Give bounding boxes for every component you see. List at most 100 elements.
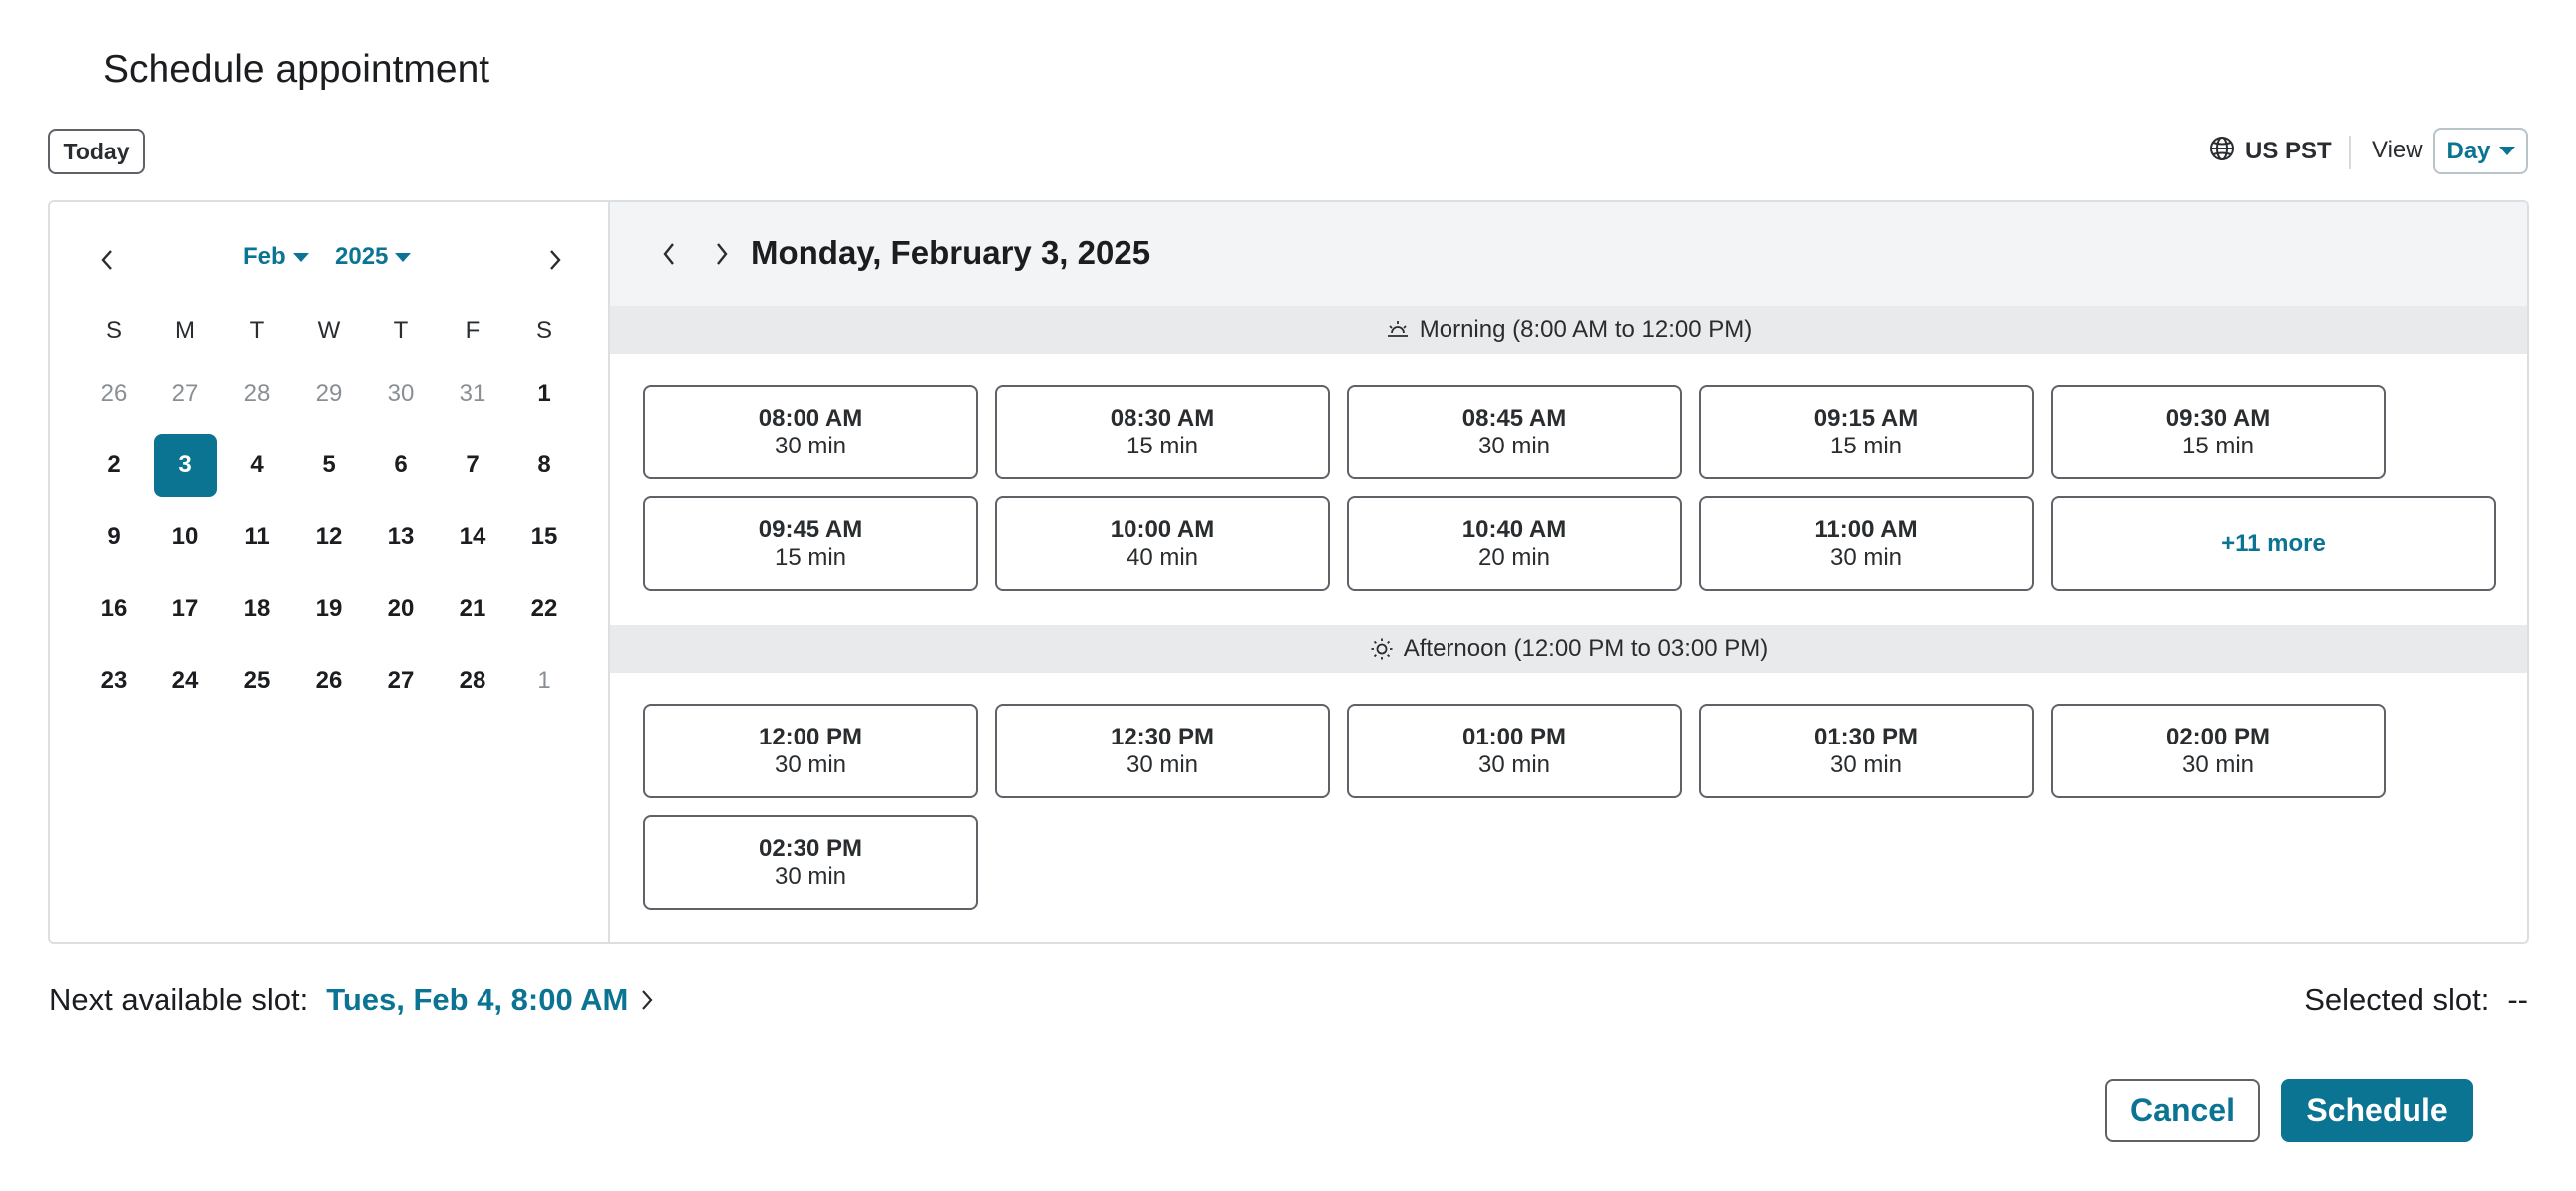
divider xyxy=(2349,136,2351,169)
calendar-day[interactable]: 27 xyxy=(387,667,415,694)
weekday-label: S xyxy=(535,317,552,344)
morning-label: Morning (8:00 AM to 12:00 PM) xyxy=(1419,316,1753,343)
today-button[interactable]: Today xyxy=(48,129,145,174)
calendar-day[interactable]: 6 xyxy=(394,451,408,478)
calendar-day[interactable]: 20 xyxy=(387,595,415,622)
calendar-day[interactable]: 27 xyxy=(171,380,199,407)
timezone-label: US PST xyxy=(2245,138,2332,164)
calendar-day[interactable]: 25 xyxy=(243,667,271,694)
calendar-day[interactable]: 30 xyxy=(387,380,415,407)
calendar-day[interactable]: 18 xyxy=(243,595,271,622)
prev-month-button[interactable] xyxy=(92,240,122,280)
calendar-day[interactable]: 26 xyxy=(315,667,343,694)
page-title: Schedule appointment xyxy=(103,48,490,91)
weekday-label: F xyxy=(465,317,481,344)
slot-duration: 30 min xyxy=(1829,750,1903,778)
calendar-day[interactable]: 2 xyxy=(107,451,121,478)
view-label: View xyxy=(2372,137,2423,163)
slot-duration: 15 min xyxy=(774,543,847,571)
month-value: Feb xyxy=(243,243,286,270)
calendar-day[interactable]: 14 xyxy=(459,523,486,550)
chevron-left-icon xyxy=(101,250,112,270)
calendar-day[interactable]: 28 xyxy=(243,380,271,407)
calendar-day[interactable]: 22 xyxy=(530,595,558,622)
selected-slot-label: Selected slot: xyxy=(2304,982,2490,1017)
cancel-button[interactable]: Cancel xyxy=(2105,1079,2260,1142)
timezone-selector[interactable]: US PST xyxy=(2209,136,2332,168)
date-title: Monday, February 3, 2025 xyxy=(751,234,1151,271)
calendar-day[interactable]: 1 xyxy=(537,667,551,694)
calendar-day[interactable]: 15 xyxy=(530,523,558,550)
calendar-day[interactable]: 8 xyxy=(537,451,551,478)
calendar-day[interactable]: 19 xyxy=(315,595,343,622)
calendar-day[interactable]: 11 xyxy=(244,523,270,550)
calendar-day[interactable]: 24 xyxy=(171,667,199,694)
afternoon-label: Afternoon (12:00 PM to 03:00 PM) xyxy=(1403,635,1769,662)
selected-slot-value: -- xyxy=(2507,982,2528,1017)
calendar-day[interactable]: 1 xyxy=(537,380,551,407)
slot-duration: 40 min xyxy=(1126,543,1199,571)
next-slot-value: Tues, Feb 4, 8:00 AM xyxy=(326,982,629,1017)
year-dropdown[interactable]: 2025 xyxy=(335,243,412,271)
calendar-day[interactable]: 10 xyxy=(171,523,199,550)
calendar-day[interactable]: 21 xyxy=(459,595,486,622)
slot-duration: 15 min xyxy=(1126,432,1199,459)
globe-icon xyxy=(2209,136,2235,168)
slot-duration: 15 min xyxy=(1829,432,1903,459)
calendar-day[interactable]: 7 xyxy=(466,451,480,478)
view-dropdown[interactable]: Day xyxy=(2433,128,2528,174)
calendar-day[interactable]: 29 xyxy=(315,380,343,407)
calendar-day[interactable]: 31 xyxy=(459,380,486,407)
chevron-right-icon xyxy=(642,990,653,1010)
month-dropdown[interactable]: Feb xyxy=(243,243,309,271)
calendar-day[interactable]: 13 xyxy=(387,523,415,550)
calendar-day[interactable]: 26 xyxy=(100,380,128,407)
calendar-day[interactable]: 5 xyxy=(322,451,336,478)
slot-duration: 30 min xyxy=(2181,750,2255,778)
next-day-button[interactable] xyxy=(707,234,737,274)
more-slots-button[interactable]: +11 more xyxy=(2051,496,2496,591)
slot-duration: 30 min xyxy=(1477,750,1551,778)
slot-duration: 30 min xyxy=(1126,750,1199,778)
calendar-day[interactable]: 4 xyxy=(250,451,264,478)
slot-time: 09:30 AM xyxy=(2165,404,2271,432)
weekday-label: T xyxy=(393,317,409,344)
next-slot-link[interactable]: Tues, Feb 4, 8:00 AM xyxy=(326,982,654,1018)
chevron-right-icon xyxy=(717,243,728,265)
calendar-day-selected[interactable]: 3 xyxy=(154,434,217,497)
slot-time: 01:30 PM xyxy=(1813,723,1919,750)
calendar-day[interactable]: 16 xyxy=(100,595,128,622)
calendar-day[interactable]: 28 xyxy=(459,667,486,694)
slot-duration: 30 min xyxy=(1477,432,1551,459)
selected-slot: Selected slot: -- xyxy=(2304,982,2528,1018)
calendar-day[interactable]: 17 xyxy=(171,595,199,622)
prev-day-button[interactable] xyxy=(654,234,684,274)
day-view-header: Monday, February 3, 2025 xyxy=(610,202,2527,306)
calendar-day[interactable]: 23 xyxy=(100,667,128,694)
chevron-right-icon xyxy=(550,250,561,270)
view-value: Day xyxy=(2446,137,2491,164)
morning-section-header: Morning (8:00 AM to 12:00 PM) xyxy=(610,306,2527,354)
next-month-button[interactable] xyxy=(540,240,570,280)
calendar-day[interactable]: 9 xyxy=(107,523,121,550)
slot-time: 09:15 AM xyxy=(1813,404,1919,432)
next-slot-label: Next available slot: xyxy=(49,982,309,1017)
schedule-button[interactable]: Schedule xyxy=(2281,1079,2473,1142)
next-available-slot: Next available slot: Tues, Feb 4, 8:00 A… xyxy=(49,982,654,1018)
calendar-day[interactable]: 12 xyxy=(315,523,343,550)
